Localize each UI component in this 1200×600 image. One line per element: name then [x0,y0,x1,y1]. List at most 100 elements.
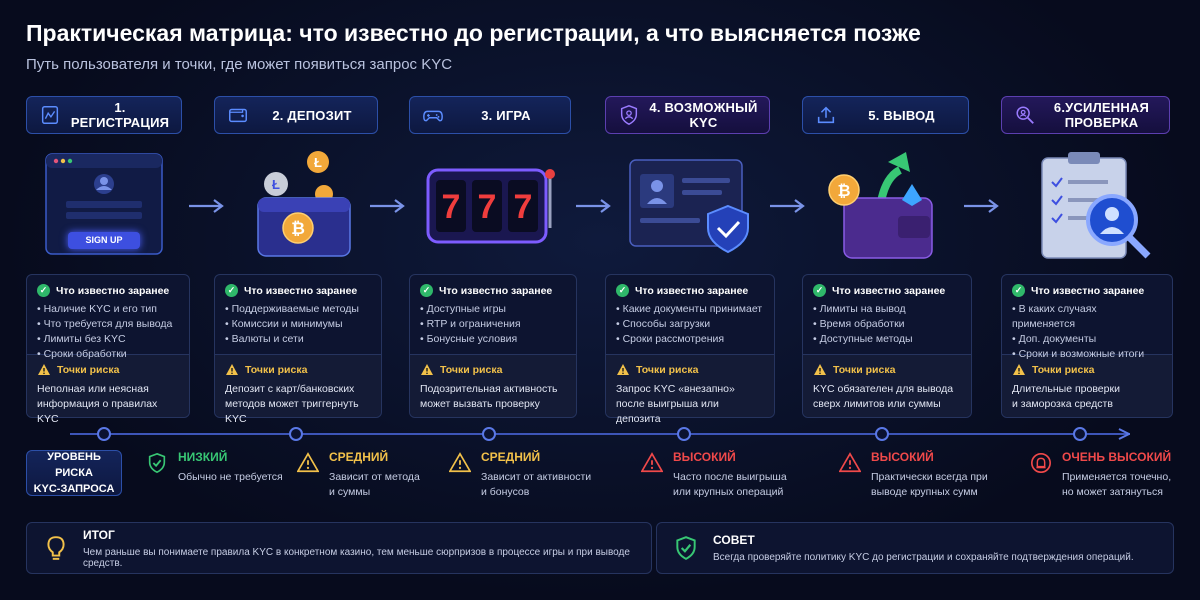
risk-level-title: СРЕДНИЙ [329,450,389,464]
list-item: Валюты и сети [225,332,371,347]
sign-up-button[interactable]: SIGN UP [68,232,140,249]
timeline-arrow-icon [1118,428,1130,440]
flow-arrow-icon [189,199,224,213]
timeline-dot [482,427,496,441]
svg-text:Ł: Ł [314,155,322,170]
list-item: Бонусные условия [420,332,566,347]
shield-user-icon [620,105,638,125]
stage-label: 2. ДЕПОЗИТ [272,107,352,123]
timeline-dot [97,427,111,441]
stage-card-withdraw: ✓Что известно заранее Лимиты на вывод Вр… [802,274,972,418]
list-item: Комиссии и минимумы [225,317,371,332]
stage-label: 5. ВЫВОД [868,107,935,123]
page-title: Практическая матрица: что известно до ре… [26,20,921,46]
risk-title: Точки риска [245,363,308,376]
risk-title: Точки риска [636,363,699,376]
known-list: Какие документы принимает Способы загруз… [616,302,764,347]
stage-card-deposit: ✓Что известно заранее Поддерживаемые мет… [214,274,382,425]
known-title: Что известно заранее [244,284,358,297]
svg-text:₿: ₿ [837,182,850,200]
list-item: Доступные методы [813,332,961,347]
list-item: Доступные игры [420,302,566,317]
list-item: Сроки и возможные итоги [1012,347,1162,362]
known-title: Что известно заранее [635,284,749,297]
stage-card-enhanced-check: ✓ Что известно заранее В каких случаях пр… [1001,274,1173,418]
list-item: Время обработки [813,317,961,332]
timeline-dot [1073,427,1087,441]
risk-level-desc: Применяется точечно,но может затянуться [1062,471,1172,498]
known-title: Что известно заранее [832,284,946,297]
page-subtitle: Путь пользователя и точки, где может поя… [26,56,453,73]
stage-header-deposit: 2. ДЕПОЗИТ [214,96,378,134]
risk-level-title: ВЫСОКИЙ [673,450,736,464]
advice-title: СОВЕТ [713,533,755,547]
risk-title: Точки риска [57,363,120,376]
risk-level-title: ОЧЕНЬ ВЫСОКИЙ [1062,450,1172,464]
check-icon: ✓ [1012,284,1025,297]
list-item: Наличие KYC и его тип [37,302,179,317]
check-icon: ✓ [616,284,629,297]
warning-icon [226,364,238,375]
slot-reel-digit: 7 [441,188,461,226]
list-item: RTP и ограничения [420,317,566,332]
upload-icon [817,106,835,124]
slot-reel-digit: 7 [513,188,533,226]
risk-level-title: ВЫСОКИЙ [871,450,934,464]
list-item: В каких случаях применяется [1012,302,1162,332]
lightbulb-icon [47,536,65,560]
shield-check-icon [676,536,696,560]
risk-level-title: НИЗКИЙ [178,450,228,464]
registration-form-icon [41,106,59,124]
warning-icon [421,364,433,375]
stage-header-kyc: 4. ВОЗМОЖНЫЙ KYC [605,96,770,134]
list-item: Сроки обработки [37,347,179,362]
slot-machine-illustration: 7 7 7 [424,148,570,266]
timeline-line [70,433,1130,435]
known-title: Что известно заранее [56,284,170,297]
gamepad-icon [423,110,443,122]
known-list: Доступные игры RTP и ограничения Бонусны… [420,302,566,347]
list-item: Поддерживаемые методы [225,302,371,317]
check-icon: ✓ [813,284,826,297]
known-list: Наличие KYC и его тип Что требуется для … [37,302,179,362]
warning-icon [38,364,50,375]
svg-text:Ł: Ł [272,177,280,192]
list-item: Какие документы принимает [616,302,764,317]
registration-illustration: SIGN UP [44,148,164,266]
stage-card-registration: ✓Что известно заранее Наличие KYC и его … [26,274,190,425]
risk-title: Точки риска [833,363,896,376]
risk-title: Точки риска [1032,363,1095,376]
flow-arrow-icon [964,199,999,213]
svg-text:₿: ₿ [291,219,305,238]
list-item: Доп. документы [1012,332,1162,347]
stage-header-withdraw: 5. ВЫВОД [802,96,969,134]
stage-header-registration: 1. РЕГИСТРАЦИЯ [26,96,182,134]
warning-icon [839,452,861,473]
stage-card-kyc: ✓ Что известно заранее Какие документы пр… [605,274,775,425]
flow-arrow-icon [576,199,611,213]
warning-icon [449,452,471,473]
stage-label: 6.УСИЛЕННАЯ ПРОВЕРКА [1053,100,1150,130]
known-title: Что известно заранее [1031,284,1145,297]
check-icon: ✓ [420,284,433,297]
advice-panel: СОВЕТ Всегда проверяйте политику KYC до … [656,522,1174,574]
deposit-illustration: Ł Ł ₿ [248,148,358,266]
list-item: Сроки рассмотрения [616,332,764,347]
stage-label: 1. РЕГИСТРАЦИЯ [70,100,170,130]
risk-level-title: СРЕДНИЙ [481,450,541,464]
timeline-dot [875,427,889,441]
risk-level-very-high: ОЧЕНЬ ВЫСОКИЙ Применяется точечно,но мож… [1030,450,1171,500]
timeline-dot [677,427,691,441]
timeline-dot [289,427,303,441]
risk-level-low: НИЗКИЙ Обычно не требуется [146,450,283,485]
warning-icon [617,364,629,375]
